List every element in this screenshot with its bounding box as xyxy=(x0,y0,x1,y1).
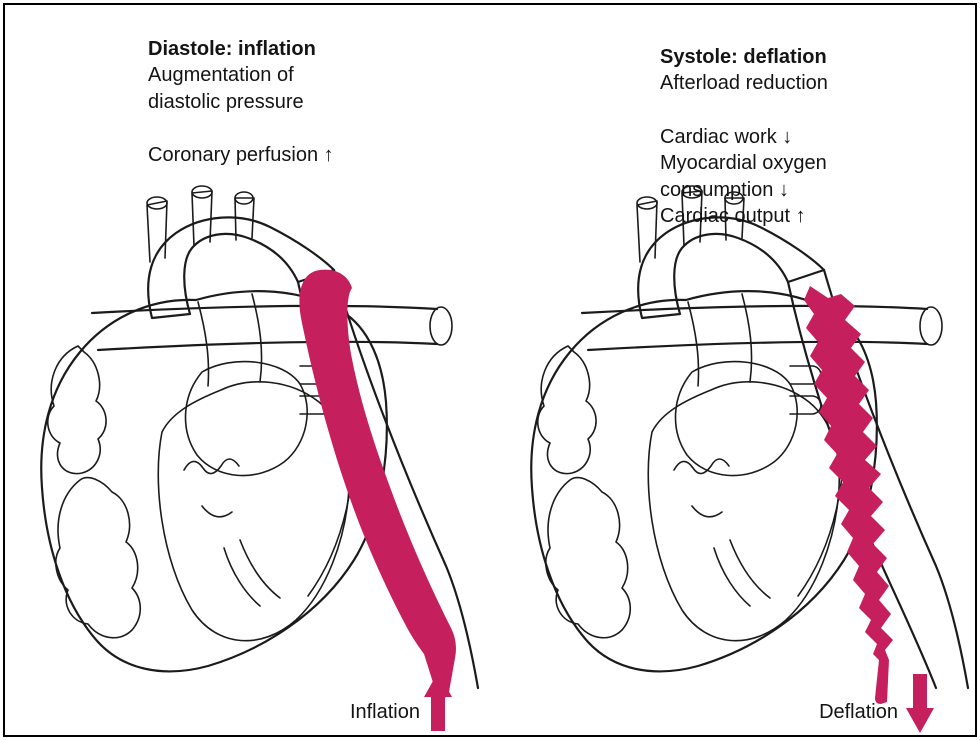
right-panel-text: Systole: deflation Afterload reduction C… xyxy=(660,44,828,229)
right-effects: Cardiac work ↓ Myocardial oxygen consump… xyxy=(660,124,828,230)
balloon-inflated xyxy=(299,269,456,698)
right-description-line: Afterload reduction xyxy=(660,72,828,95)
right-effect-line: Cardiac output ↑ xyxy=(660,204,806,227)
heart-illustration-right xyxy=(530,184,970,690)
left-panel-text: Diastole: inflation Augmentation of dias… xyxy=(148,36,334,169)
left-description-line: diastolic pressure xyxy=(148,90,304,113)
balloon-deflated xyxy=(804,286,893,704)
deflation-caption: Deflation xyxy=(819,701,898,723)
right-effect-line: Myocardial oxygen xyxy=(660,152,827,175)
left-panel-title: Diastole: inflation xyxy=(148,38,316,60)
inflation-arrow-icon xyxy=(424,672,452,731)
left-effects: Coronary perfusion ↑ xyxy=(148,142,334,168)
left-description-line: Augmentation of xyxy=(148,64,294,87)
right-effect-line: Cardiac work ↓ xyxy=(660,125,793,148)
deflation-arrow-icon xyxy=(906,674,934,733)
right-panel-title: Systole: deflation xyxy=(660,46,827,68)
left-effect-line: Coronary perfusion ↑ xyxy=(148,144,334,167)
right-effect-line: consumption ↓ xyxy=(660,178,789,201)
inflation-caption: Inflation xyxy=(349,701,420,723)
